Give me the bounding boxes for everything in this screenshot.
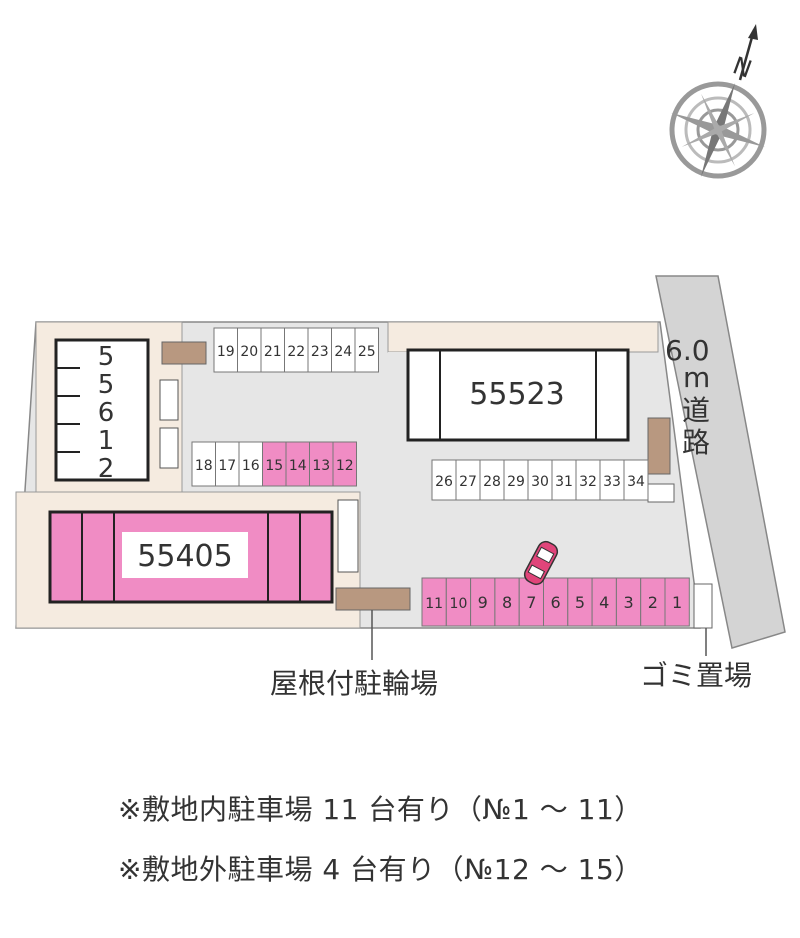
building-left-label-2: 5 — [98, 370, 115, 400]
parking-space-label-19: 19 — [217, 344, 235, 360]
parking-space-34 — [623, 459, 649, 501]
building-left-label-1: 5 — [98, 342, 115, 372]
note-offsite-parking: ※敷地外駐車場 4 台有り（№12 〜 15） — [118, 853, 643, 886]
building-left — [54, 338, 150, 482]
parking-space-label-13: 13 — [312, 458, 330, 474]
parking-space-label-25: 25 — [358, 344, 376, 360]
parking-space-32 — [575, 459, 601, 501]
compass-icon — [669, 81, 767, 179]
parking-space-label-3: 3 — [623, 593, 633, 612]
parking-space-label-21: 21 — [264, 344, 282, 360]
parking-space-label-32: 32 — [579, 474, 597, 490]
parking-space-label-24: 24 — [334, 344, 352, 360]
parking-space-2 — [640, 577, 666, 627]
building-top-right-label: 55523 — [469, 377, 564, 412]
bike-shelter-right — [647, 417, 671, 475]
parking-space-26 — [431, 459, 457, 501]
parking-space-label-6: 6 — [551, 593, 561, 612]
building-left-label-5: 2 — [98, 454, 115, 484]
north-label: N — [729, 51, 755, 83]
parking-space-label-15: 15 — [265, 458, 283, 474]
parking-space-label-4: 4 — [599, 593, 609, 612]
parking-space-30 — [527, 459, 553, 501]
garbage-area — [693, 583, 713, 629]
car-icon — [523, 540, 559, 586]
parking-space-label-30: 30 — [531, 474, 549, 490]
note-onsite-parking: ※敷地内駐車場 11 台有り（№1 〜 11） — [118, 793, 643, 826]
parking-space-27 — [455, 459, 481, 501]
parking-space-label-34: 34 — [627, 474, 645, 490]
border-top-right — [387, 321, 659, 353]
garbage-label: ゴミ置場 — [640, 659, 753, 692]
north-arrow-icon: N — [729, 24, 758, 84]
parking-space-label-28: 28 — [483, 474, 501, 490]
building-left-units — [56, 367, 80, 453]
parking-space-label-2: 2 — [648, 593, 658, 612]
building-bottom-left-label: 55405 — [137, 539, 232, 574]
parking-space-label-9: 9 — [478, 593, 488, 612]
parking-space-label-8: 8 — [502, 593, 512, 612]
parking-space-label-31: 31 — [555, 474, 573, 490]
covered-bicycle-parking — [335, 587, 411, 611]
parking-space-label-18: 18 — [195, 458, 213, 474]
parking-space-4 — [591, 577, 617, 627]
building-top-right-units — [439, 350, 597, 440]
parking-space-label-20: 20 — [240, 344, 258, 360]
parking-space-5 — [567, 577, 593, 627]
parking-space-label-1: 1 — [672, 593, 682, 612]
parking-row-top: 19 20 21 22 23 24 25 — [213, 327, 379, 373]
parking-space-label-16: 16 — [242, 458, 260, 474]
stairs-left-2 — [159, 427, 179, 469]
building-left-label-4: 1 — [98, 426, 115, 456]
parking-space-25 — [354, 327, 379, 373]
stairs-left — [159, 379, 179, 421]
bike-shelter-small — [161, 341, 207, 365]
parking-space-8 — [494, 577, 520, 627]
garbage-box-top — [647, 483, 675, 503]
parking-space-label-27: 27 — [459, 474, 477, 490]
parking-space-label-23: 23 — [311, 344, 329, 360]
parking-space-10 — [445, 577, 472, 627]
parking-space-label-26: 26 — [435, 474, 453, 490]
building-left-label-3: 6 — [98, 398, 115, 428]
parking-space-label-33: 33 — [603, 474, 621, 490]
parking-space-label-11: 11 — [425, 596, 443, 612]
parking-space-label-17: 17 — [218, 458, 236, 474]
parking-space-31 — [551, 459, 577, 501]
parking-space-12 — [332, 441, 357, 487]
parking-space-9 — [470, 577, 496, 627]
road-area — [655, 275, 786, 649]
parking-space-label-12: 12 — [336, 458, 354, 474]
bicycle-parking-label: 屋根付駐輪場 — [270, 667, 439, 700]
parking-row-middle: 18 17 16 15 14 13 12 — [191, 441, 357, 487]
parking-space-3 — [615, 577, 642, 627]
parking-space-label-22: 22 — [287, 344, 305, 360]
parking-space-1 — [664, 577, 690, 627]
building-bottom-left-units — [81, 512, 301, 602]
parking-space-label-7: 7 — [526, 593, 536, 612]
parking-space-label-29: 29 — [507, 474, 525, 490]
parking-space-label-5: 5 — [575, 593, 585, 612]
parking-space-label-14: 14 — [289, 458, 307, 474]
parking-space-label-10: 10 — [450, 596, 468, 612]
parking-row-right: 26 27 28 29 30 31 32 33 34 — [431, 459, 649, 501]
stairs-bottom-left — [337, 499, 359, 573]
